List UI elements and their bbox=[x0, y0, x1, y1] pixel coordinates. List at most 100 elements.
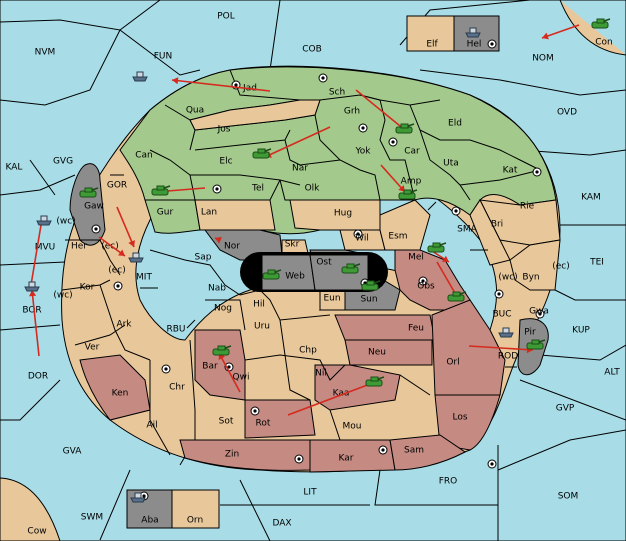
territory-label-eld: Eld bbox=[448, 119, 462, 129]
territory-label-obs: Obs bbox=[417, 282, 435, 292]
army-unit-icon[interactable] bbox=[79, 187, 99, 198]
territory-label-her: Her bbox=[71, 242, 87, 252]
territory-label-neu: Neu bbox=[368, 348, 386, 358]
sea-border bbox=[29, 159, 56, 196]
territory-sam[interactable] bbox=[389, 434, 466, 471]
supply-center-dot bbox=[227, 365, 231, 369]
army-unit-icon[interactable] bbox=[252, 148, 272, 159]
order-arrowhead bbox=[542, 32, 549, 40]
supply-center-dot bbox=[215, 187, 219, 191]
order-arrowhead bbox=[118, 249, 125, 256]
army-unit-icon[interactable] bbox=[212, 345, 232, 356]
supply-center-dot bbox=[538, 312, 542, 316]
order-arrow bbox=[116, 206, 135, 248]
fleet-unit-icon[interactable] bbox=[498, 327, 514, 338]
passage-rbu bbox=[186, 319, 196, 329]
sea-border bbox=[269, 0, 281, 71]
territory-los[interactable] bbox=[434, 394, 501, 451]
territory-label-kat: Kat bbox=[503, 166, 518, 176]
territory-label-amp: Amp bbox=[401, 177, 422, 187]
fleet-unit-icon[interactable] bbox=[24, 281, 40, 292]
territory-label-nog: Nog bbox=[214, 304, 232, 314]
territory-label-can: Can bbox=[135, 151, 153, 161]
supply-center-dot bbox=[421, 279, 425, 283]
sea-label-pol: POL bbox=[217, 12, 235, 22]
territory-label-tel: Tel bbox=[251, 184, 264, 194]
army-unit-icon[interactable] bbox=[262, 269, 282, 280]
territory-label-web: Web bbox=[285, 272, 305, 282]
army-unit-icon[interactable] bbox=[341, 263, 361, 274]
territory-orn[interactable] bbox=[171, 489, 220, 529]
sea-label-cob: COB bbox=[302, 45, 322, 55]
supply-center-dot bbox=[381, 448, 385, 452]
fleet-unit-icon[interactable] bbox=[132, 71, 148, 82]
territory-neu[interactable] bbox=[344, 339, 433, 366]
sea-label-kam: KAM bbox=[581, 193, 601, 203]
army-unit-icon[interactable] bbox=[398, 189, 418, 200]
coast-label: (wc) bbox=[498, 273, 517, 283]
territory-label-uta: Uta bbox=[443, 159, 459, 169]
army-unit-icon[interactable] bbox=[395, 123, 415, 134]
army-unit-icon[interactable] bbox=[526, 339, 546, 350]
border bbox=[329, 409, 341, 441]
sea-border bbox=[519, 149, 626, 156]
territory-jos[interactable] bbox=[189, 99, 321, 131]
fleet-unit-icon[interactable] bbox=[130, 492, 146, 503]
territory-label-rie: Rie bbox=[520, 202, 535, 212]
territory-kaa[interactable] bbox=[314, 364, 401, 411]
territory-lan[interactable] bbox=[194, 199, 276, 231]
territory-elf[interactable] bbox=[406, 15, 455, 52]
sea-border bbox=[0, 0, 161, 31]
army-unit-icon[interactable] bbox=[151, 185, 171, 196]
units bbox=[24, 18, 611, 503]
army-unit-icon[interactable] bbox=[365, 376, 385, 387]
territory-label-lan: Lan bbox=[201, 208, 217, 218]
sea-label-fro: FRO bbox=[439, 477, 458, 487]
territory-label-ark: Ark bbox=[116, 320, 132, 330]
fleet-unit-icon[interactable] bbox=[465, 27, 481, 38]
fleet-unit-icon[interactable] bbox=[36, 215, 52, 226]
army-unit-icon[interactable] bbox=[591, 18, 611, 29]
tan-region bbox=[189, 99, 561, 291]
sea-border bbox=[99, 469, 131, 541]
sea-border bbox=[0, 174, 76, 196]
border bbox=[399, 374, 431, 396]
passage-sma-north bbox=[427, 201, 437, 211]
sea-label-som: SOM bbox=[558, 492, 579, 502]
territory-byn[interactable] bbox=[509, 239, 561, 291]
supply-center-dot bbox=[234, 83, 238, 87]
territory-ken[interactable] bbox=[79, 354, 151, 421]
territory-label-kaa: Kaa bbox=[333, 389, 350, 399]
sea-label-bor: BOR bbox=[22, 306, 41, 316]
territory-label-ken: Ken bbox=[112, 389, 129, 399]
territory-label-nor: Nor bbox=[224, 242, 240, 252]
sea-border bbox=[539, 344, 626, 361]
passage-markers bbox=[110, 174, 517, 368]
sea-label-nom: NOM bbox=[532, 54, 554, 64]
border bbox=[359, 94, 416, 201]
border bbox=[229, 69, 441, 106]
army-unit-icon[interactable] bbox=[427, 242, 447, 253]
territory-label-los: Los bbox=[452, 413, 467, 423]
army-unit-icon[interactable] bbox=[361, 280, 381, 291]
territory-label-uru: Uru bbox=[254, 322, 270, 332]
army-unit-icon[interactable] bbox=[447, 291, 467, 302]
sea-label-buc: BUC bbox=[492, 310, 511, 320]
territory-label-hel: Hel bbox=[467, 40, 482, 50]
territory-label-rot: Rot bbox=[256, 419, 271, 429]
sea-label-fun: FUN bbox=[154, 52, 173, 62]
supply-center-dot bbox=[142, 494, 146, 498]
territory-label-ver: Ver bbox=[85, 343, 100, 353]
sea-border bbox=[374, 469, 498, 506]
territory-label-jos: Jos bbox=[217, 125, 231, 135]
border bbox=[244, 354, 346, 381]
sea-label-rod: ROD bbox=[498, 352, 518, 362]
territory-label-olk: Olk bbox=[305, 184, 321, 194]
territory-label-skr: Skr bbox=[285, 240, 300, 250]
territory-rot[interactable] bbox=[244, 399, 316, 439]
border bbox=[190, 174, 301, 186]
territory-label-ost: Ost bbox=[316, 258, 332, 268]
territory-label-aba: Aba bbox=[141, 516, 158, 526]
fleet-unit-icon[interactable] bbox=[128, 252, 144, 263]
